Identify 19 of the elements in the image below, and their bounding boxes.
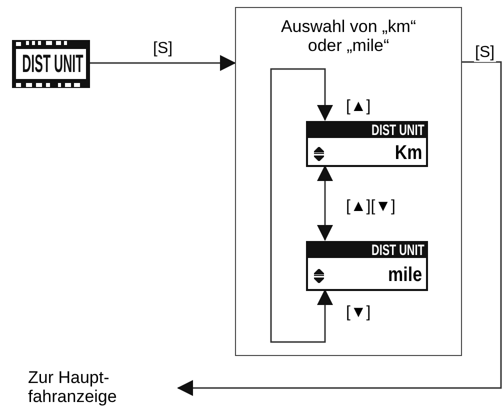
edge-label: [▲][▼] xyxy=(345,198,396,216)
lcd-screen xyxy=(306,241,428,291)
destination-label: Zur Haupt- fahranzeige xyxy=(28,368,118,406)
unit-value: mile xyxy=(388,265,422,285)
edge-label: [S] xyxy=(152,40,174,58)
edge-label: [▲] xyxy=(345,98,372,116)
arrow xyxy=(317,165,333,241)
screen-title: DIST UNIT xyxy=(371,243,424,258)
unit-value: Km xyxy=(394,143,422,163)
arrow xyxy=(177,61,502,396)
frame-heading: Auswahl von „km“ oder „mile“ xyxy=(280,17,418,55)
arrow xyxy=(90,55,236,71)
menu-item-text: DIST UNIT xyxy=(22,49,83,79)
screen-title: DIST UNIT xyxy=(371,123,424,138)
button-label: [▼] xyxy=(345,304,372,322)
arrow xyxy=(270,68,333,343)
edge-label: [S] xyxy=(474,44,496,62)
lcd-menu-screen xyxy=(12,40,90,88)
lcd-screen xyxy=(306,121,428,167)
